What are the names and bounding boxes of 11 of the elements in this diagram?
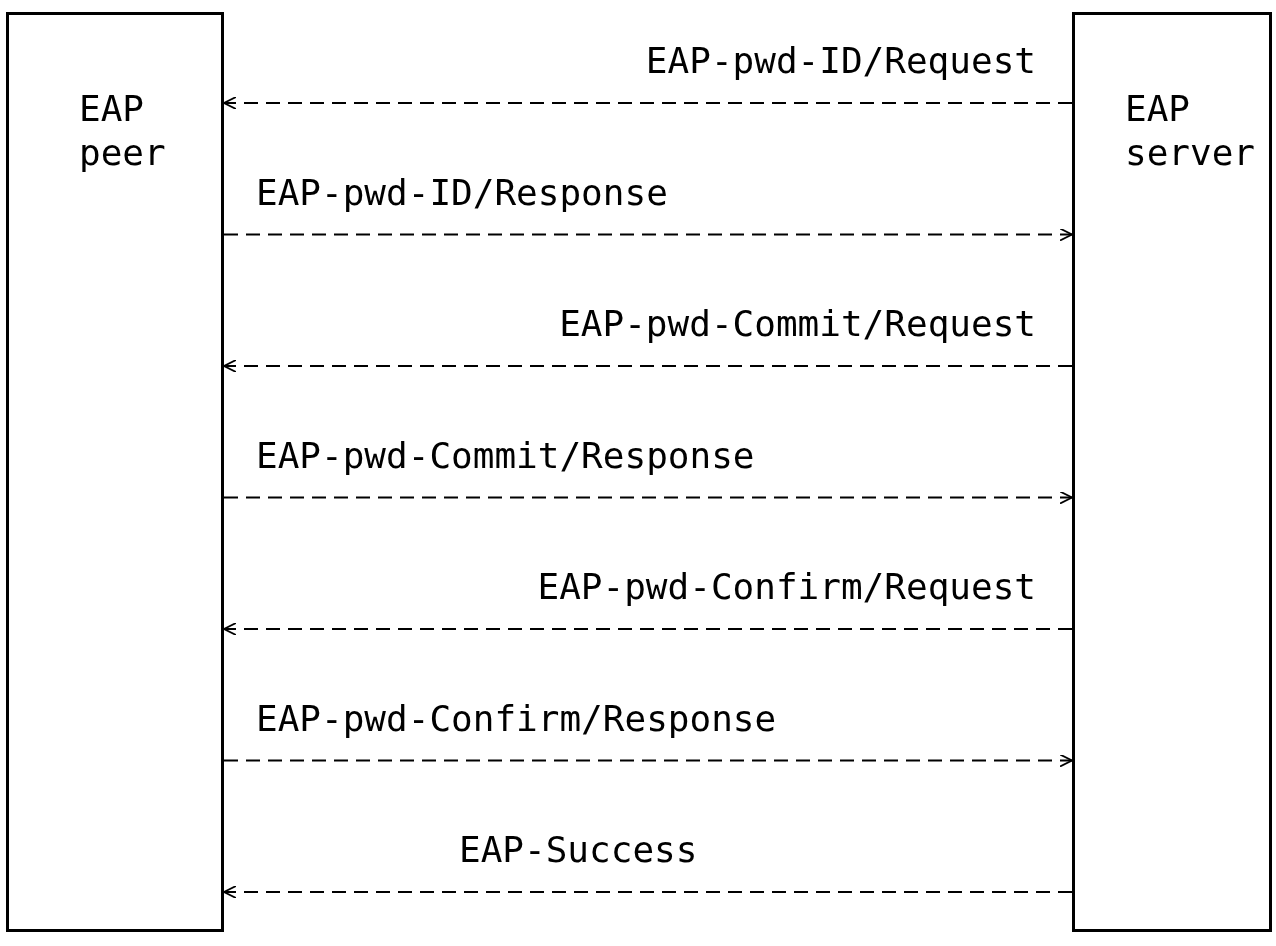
dashed-arrow — [223, 227, 1073, 242]
dashed-arrow — [223, 96, 1073, 110]
dashed-arrow — [223, 359, 1073, 373]
participant-label: EAP server — [1125, 87, 1256, 175]
dashed-arrow — [223, 753, 1073, 768]
dashed-arrow — [223, 490, 1073, 505]
dashed-arrow — [223, 622, 1073, 636]
participant-label: EAP peer — [79, 87, 166, 175]
participant-box — [6, 12, 224, 932]
participant-box — [1072, 12, 1272, 932]
dashed-arrow — [223, 885, 1073, 899]
